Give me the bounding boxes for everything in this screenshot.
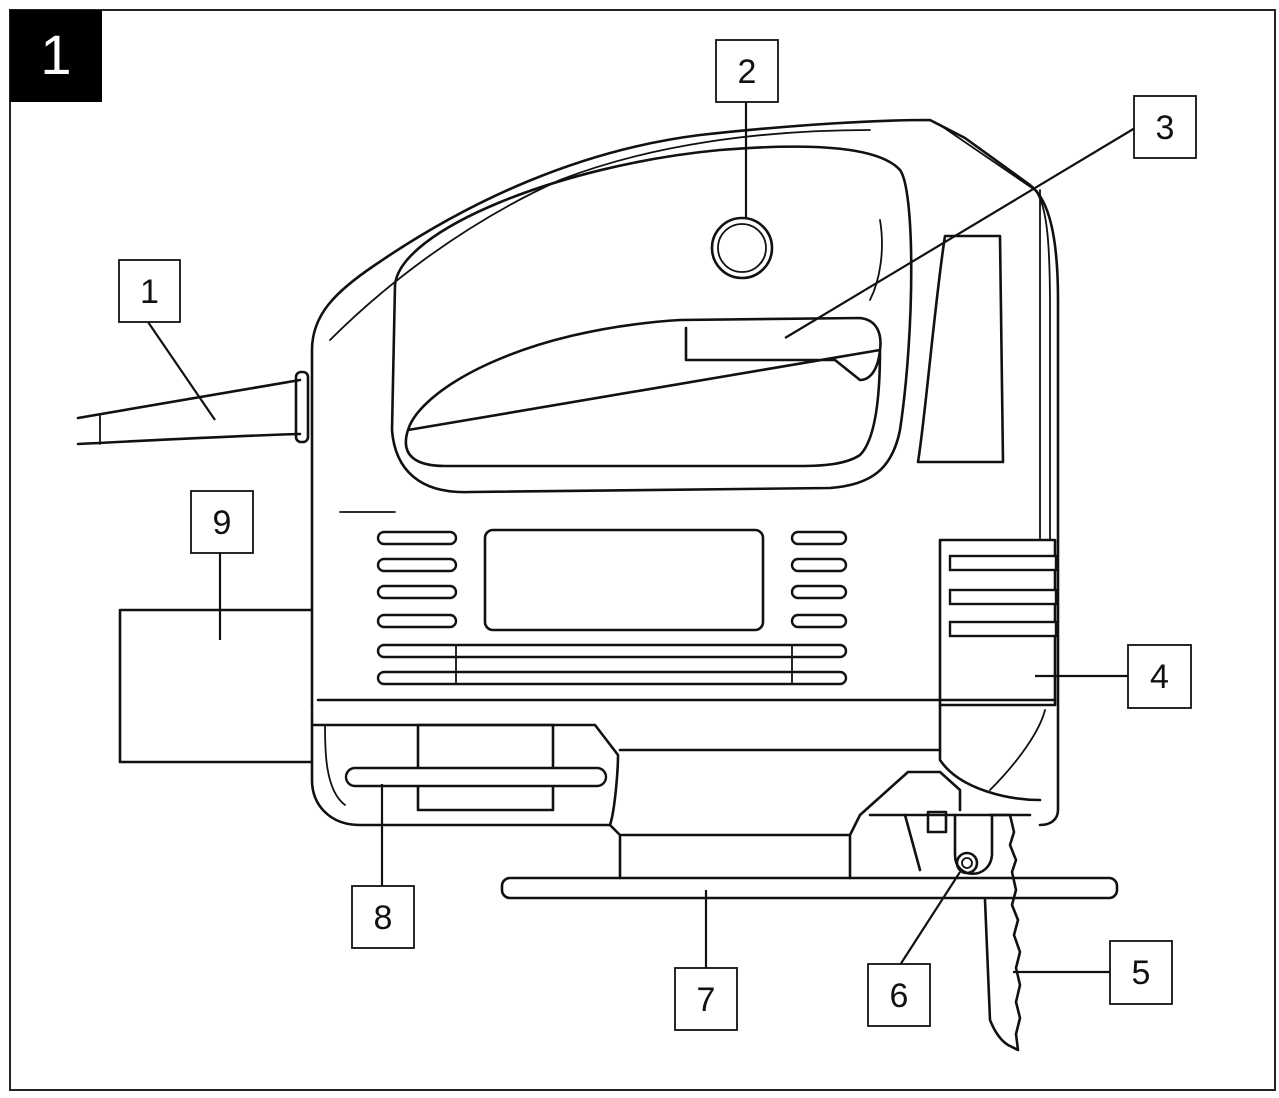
- callout-9: 9: [190, 490, 254, 554]
- svg-text:9: 9: [213, 504, 232, 542]
- figure-number-badge: 1: [10, 10, 102, 102]
- svg-text:4: 4: [1150, 658, 1169, 696]
- base-plate: [500, 876, 1119, 900]
- callout-1: 1: [118, 259, 181, 323]
- callout-7: 7: [674, 967, 738, 1031]
- vents-right: [790, 530, 848, 629]
- callout-3: 3: [1133, 95, 1197, 159]
- svg-text:5: 5: [1132, 954, 1151, 992]
- callout-5: 5: [1109, 940, 1173, 1005]
- svg-text:8: 8: [374, 899, 393, 937]
- figure-number: 1: [40, 23, 71, 86]
- svg-text:7: 7: [697, 981, 716, 1019]
- svg-text:6: 6: [890, 977, 909, 1015]
- svg-text:2: 2: [738, 53, 757, 91]
- svg-text:3: 3: [1156, 109, 1175, 147]
- jigsaw-illustration: [76, 118, 1119, 1052]
- housing-outline: [310, 118, 1060, 827]
- callout-2: 2: [715, 39, 779, 103]
- diagram-border: [9, 9, 1276, 1091]
- callout-4: 4: [1127, 644, 1192, 709]
- power-cord: [76, 370, 310, 446]
- svg-text:1: 1: [140, 273, 159, 311]
- callout-8: 8: [351, 885, 415, 949]
- blade-screw: [955, 851, 979, 875]
- callout-6: 6: [867, 963, 931, 1027]
- vents-left: [376, 530, 848, 686]
- label-plate: [483, 528, 765, 632]
- speed-dial: [710, 216, 774, 280]
- leader-lines: [147, 102, 1136, 974]
- handle-opening: [390, 145, 913, 494]
- bevel-slot: [344, 766, 608, 788]
- saw-blade: [983, 813, 1022, 1052]
- gear-housing: [938, 538, 1058, 802]
- dust-port: [118, 608, 314, 764]
